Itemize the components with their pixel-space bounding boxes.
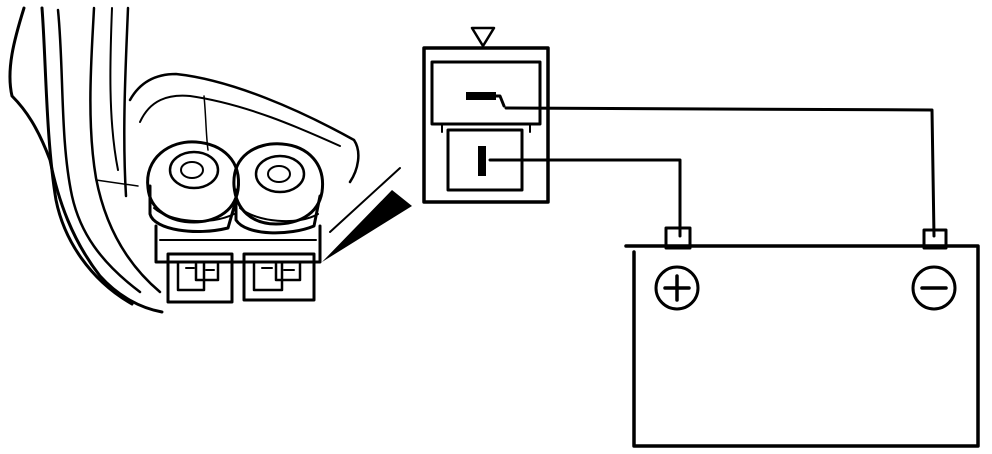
- positive-terminal-post: [664, 226, 692, 250]
- pointer-arrow: [322, 190, 412, 262]
- battery: [624, 226, 980, 448]
- left-relay-connector: [166, 252, 234, 304]
- right-relay: [232, 142, 325, 235]
- negative-terminal-post: [922, 228, 948, 250]
- relay-connectors: [166, 252, 316, 304]
- vertical-terminal: [478, 146, 486, 176]
- wire-to-negative: [504, 106, 936, 238]
- callout-line: [329, 167, 401, 233]
- wire-to-positive: [488, 158, 682, 238]
- jumper-wires: [488, 106, 936, 238]
- triangle-down-icon: [470, 26, 496, 48]
- right-relay-connector: [242, 252, 316, 302]
- vehicle-body-panel: [8, 6, 360, 314]
- left-relay: [146, 140, 240, 234]
- relay-pair: [146, 140, 325, 264]
- plus-symbol: [654, 265, 700, 311]
- minus-symbol: [911, 265, 957, 311]
- test-relay: [422, 26, 550, 204]
- horizontal-terminal: [466, 92, 496, 100]
